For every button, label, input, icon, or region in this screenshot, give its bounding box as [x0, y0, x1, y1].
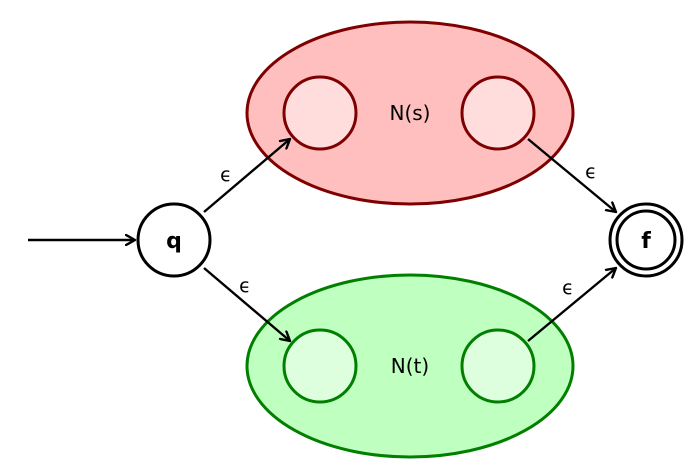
- epsilon-label-q-ns: ϵ: [220, 164, 232, 186]
- nt-start-state: [282, 328, 358, 404]
- transition-q-to-ns: [203, 139, 290, 213]
- nt-region: [245, 273, 575, 459]
- sub-automaton-ns: N(s): [245, 20, 575, 206]
- final-state-f: f: [608, 202, 684, 278]
- final-state-label: f: [641, 229, 651, 254]
- ns-end-state: [460, 75, 536, 151]
- ns-start-state: [282, 75, 358, 151]
- transition-ns-to-f: [527, 138, 616, 212]
- sub-automaton-nt: N(t): [245, 273, 575, 459]
- start-state-q: q: [136, 202, 212, 278]
- ns-region: [245, 20, 575, 206]
- nt-label: N(t): [391, 354, 429, 378]
- epsilon-label-ns-f: ϵ: [585, 161, 597, 183]
- start-state-label: q: [166, 229, 182, 254]
- epsilon-label-q-nt: ϵ: [239, 275, 251, 297]
- transition-q-to-nt: [203, 267, 290, 341]
- transition-nt-to-f: [527, 268, 616, 342]
- nt-end-state: [460, 328, 536, 404]
- ns-label: N(s): [390, 101, 431, 125]
- epsilon-label-nt-f: ϵ: [562, 277, 574, 299]
